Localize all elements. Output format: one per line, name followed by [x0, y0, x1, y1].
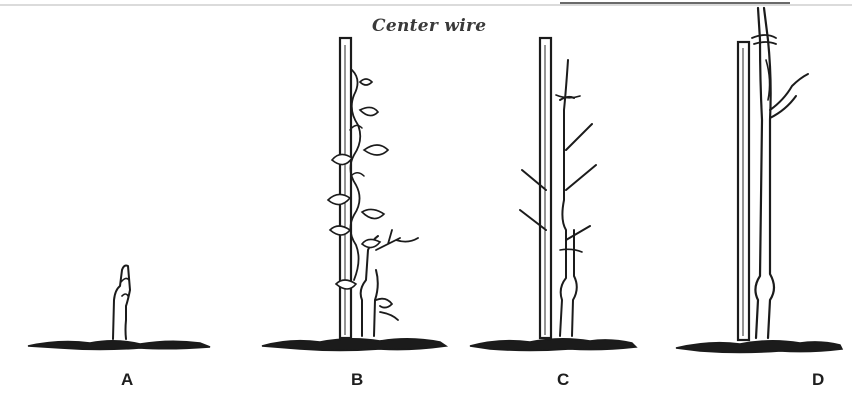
- panel-c-trunk: [560, 60, 568, 336]
- panel-a-ground: [28, 341, 210, 350]
- panel-b-trunk: [361, 236, 378, 336]
- panel-b-ground: [262, 339, 446, 351]
- panel-b-drawing: [262, 38, 446, 351]
- panel-label-b: B: [351, 370, 363, 390]
- panel-a-drawing: [28, 266, 210, 350]
- panel-a-shoot: [113, 266, 130, 340]
- panel-label-c: C: [557, 370, 569, 390]
- panel-d-drawing: [676, 8, 842, 353]
- panel-c-drawing: [470, 38, 636, 351]
- panel-label-d: D: [812, 370, 824, 390]
- panel-d-trunk: [755, 8, 762, 338]
- panel-c-ground: [470, 339, 636, 351]
- panel-label-a: A: [121, 370, 133, 390]
- panel-d-ground: [676, 341, 842, 353]
- center-wire-caption: Center wire: [372, 16, 486, 36]
